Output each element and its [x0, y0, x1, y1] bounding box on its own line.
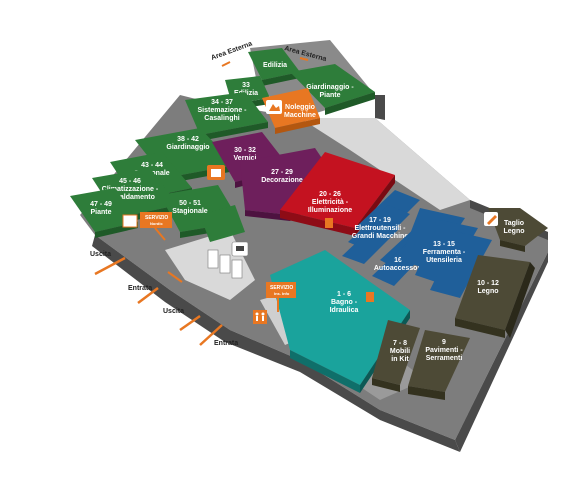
- zone-giardinaggio-piante-name1: Giardinaggio -: [306, 84, 354, 91]
- zone-edilizia[interactable]: Edilizia: [248, 48, 300, 86]
- zone-autoaccessori-number: 16: [394, 257, 402, 264]
- zone-climatizzazione-number: 45 - 46: [119, 178, 141, 185]
- entrance-arrow-inner: [167, 271, 183, 283]
- zone-climatizzazione-name1: Climatizzazione -: [102, 186, 159, 193]
- zone-pavimenti-name1: Pavimenti -: [425, 347, 463, 354]
- zone-sistemazione-name1: Sistemazione -: [197, 107, 247, 114]
- zone-ferramenta[interactable]: 13 - 15 Ferramenta - Utensileria: [400, 208, 492, 298]
- zone-stagionale-43-number: 43 - 44: [141, 162, 163, 169]
- zone-bagno-number: 1 - 6: [337, 291, 351, 298]
- zone-entrance-green: [200, 205, 245, 242]
- zone-climatizzazione-name2: Riscaldamento: [105, 194, 155, 201]
- zone-mobili-name1: Mobili: [390, 348, 410, 355]
- checkout-counter: [231, 259, 243, 279]
- floor-edge-right: [455, 252, 548, 452]
- area-esterna-label-1: Area Esterna: [210, 40, 253, 61]
- zone-stagionale-50-name: Stagionale: [172, 208, 208, 215]
- entrata-arrow-2: [199, 324, 223, 346]
- zone-decorazione-number: 27 - 29: [271, 169, 293, 176]
- zone-edilizia-label: Edilizia: [263, 62, 287, 69]
- zone-taglio-legno[interactable]: Taglio Legno: [484, 208, 548, 252]
- checkout-counters: [207, 241, 249, 279]
- zone-mobili-name2: in Kit: [391, 356, 409, 363]
- zone-vernici-name: Vernici: [234, 155, 257, 162]
- entrata-arrow-1: [137, 287, 159, 304]
- restroom-icon: [253, 310, 267, 324]
- uscita-label-2: Uscita: [163, 308, 184, 315]
- zone-autoaccessori-name: Autoaccessori: [374, 265, 422, 272]
- zone-legno-number: 10 - 12: [477, 280, 499, 287]
- zone-elettricita-name1: Elettricità -: [312, 199, 349, 206]
- zone-noleggio-name2: Macchine: [284, 112, 316, 119]
- zone-giardinaggio-number: 38 - 42: [177, 136, 199, 143]
- zone-elettroutensili-name2: Grandi Macchine: [352, 233, 409, 240]
- zone-sistemazione-name2: Casalinghi: [204, 115, 239, 122]
- wall-right-upper: [375, 95, 385, 120]
- zone-elettroutensili-number: 17 - 19: [369, 217, 391, 224]
- zone-edilizia-33-number: 33: [242, 82, 250, 89]
- zone-sistemazione[interactable]: 34 - 37 Sistemazione - Casalinghi: [185, 92, 268, 141]
- zone-pavimenti-name2: Serramenti: [426, 355, 463, 362]
- zone-bagno-name2: Idraulica: [330, 307, 359, 314]
- zone-decorazione-name: Decorazione: [261, 177, 303, 184]
- zone-stagionale-50-number: 50 - 51: [179, 200, 201, 207]
- zone-elettroutensili-name1: Elettroutensili -: [355, 225, 407, 232]
- uscita-label-1: Uscita: [90, 251, 111, 258]
- area-esterna-arrow-2: [299, 57, 309, 61]
- zone-ferramenta-name1: Ferramenta -: [423, 249, 466, 256]
- zone-mobili-number: 7 - 8: [393, 340, 407, 347]
- checkout-counter: [207, 249, 219, 269]
- zone-elettroutensili[interactable]: 17 - 19 Elettroutensili - Grandi Macchin…: [342, 190, 420, 264]
- floor-edge-front: [92, 235, 460, 452]
- zone-vernici-number: 30 - 32: [234, 147, 256, 154]
- zone-bagno-name1: Bagno -: [331, 299, 358, 306]
- zone-elettricita[interactable]: 20 - 26 Elettricità - Illuminazione: [280, 152, 395, 236]
- service-tag-1-title: SERVIZIO: [145, 215, 168, 221]
- zone-pavimenti-number: 9: [442, 339, 446, 346]
- zone-elettricita-name2: Illuminazione: [308, 207, 352, 214]
- zone-noleggio-name1: Noleggio: [285, 104, 315, 111]
- entrata-label-1: Entrata: [128, 285, 152, 292]
- service-tag-2-title: SERVIZIO: [270, 285, 293, 291]
- zone-piante-47-name: Piante: [90, 209, 111, 216]
- zone-noleggio[interactable]: Noleggio Macchine: [262, 88, 320, 134]
- zone-sistemazione-number: 34 - 37: [211, 99, 233, 106]
- area-esterna-arrow-1: [221, 61, 231, 67]
- entrata-label-2: Entrata: [214, 340, 238, 347]
- zone-mobili[interactable]: 7 - 8 Mobili in Kit: [372, 320, 420, 392]
- uscita-arrow-2: [179, 314, 201, 332]
- checkout-counter: [219, 254, 231, 274]
- service-tag-1-sub: Nordic: [150, 221, 163, 226]
- zone-legno[interactable]: 10 - 12 Legno: [455, 255, 535, 338]
- service-tag-2[interactable]: SERVIZIO Ins. Info: [253, 282, 296, 324]
- zone-ferramenta-name2: Utensileria: [426, 257, 462, 264]
- zone-piante-47-number: 47 - 49: [90, 201, 112, 208]
- service-tag-1[interactable]: SERVIZIO Nordic: [122, 212, 172, 241]
- zone-ferramenta-number: 13 - 15: [433, 241, 455, 248]
- uscita-arrow-1: [94, 256, 126, 276]
- bagno-icon: [366, 292, 374, 302]
- zone-elettricita-number: 20 - 26: [319, 191, 341, 198]
- zone-taglio-legno-name1: Taglio: [504, 220, 524, 227]
- aisle-back: [300, 118, 470, 210]
- zone-legno-name: Legno: [478, 288, 499, 295]
- elettricita-icon: [325, 218, 333, 228]
- zone-giardinaggio-piante-name2: Piante: [319, 92, 340, 99]
- service-tag-2-sub: Ins. Info: [274, 291, 290, 296]
- zone-giardinaggio-name: Giardinaggio: [166, 144, 209, 151]
- zone-giardinaggio-piante[interactable]: Giardinaggio - Piante: [290, 64, 375, 115]
- zone-pavimenti[interactable]: 9 Pavimenti - Serramenti: [408, 330, 470, 400]
- zone-taglio-legno-name2: Legno: [504, 228, 525, 235]
- service-1-icon: [122, 214, 138, 228]
